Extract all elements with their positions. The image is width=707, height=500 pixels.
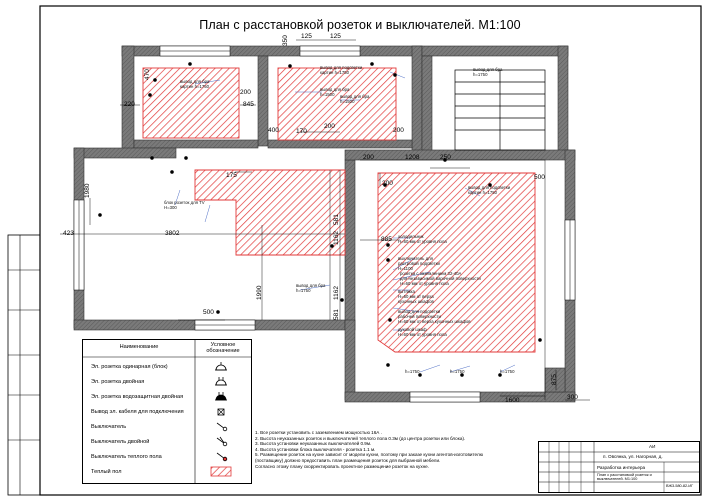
socket-symbols: [98, 62, 542, 377]
dim-1980: 1980: [84, 183, 91, 198]
dim-1162-b: 1162: [333, 286, 340, 300]
floor-heating-switch-icon: [216, 452, 228, 462]
note-bra-5: вывод для бра h=1750: [296, 283, 326, 293]
switch-icon: [216, 422, 228, 432]
stamp-code: АИ: [649, 444, 656, 449]
dim-200-a: 200: [240, 89, 251, 96]
binding-strip: [7, 234, 41, 496]
note-bra-4: вывод для бра h=1750: [473, 67, 503, 77]
dim-200-d: 200: [363, 154, 374, 161]
note-tv-block: блок розеток для TV H=300: [164, 200, 205, 210]
leader-lines: [174, 71, 516, 373]
note-podsvetka-1: вывод для подсветки картин h=1750: [320, 65, 363, 75]
staircase: [454, 69, 546, 151]
double-socket-icon: [215, 377, 227, 386]
heated-floor-kitchen: [377, 172, 536, 353]
dim-500-b: 500: [203, 309, 214, 316]
single-socket-icon: [215, 362, 227, 371]
heated-floor-room-2: [277, 67, 397, 141]
general-note-2: 2. Высота неуказанных розеток и выключат…: [255, 435, 466, 441]
note-bra-1: вывод для бра картин h=1750: [180, 79, 210, 89]
legend-row-floor-switch: Выключатель теплого пола: [83, 449, 251, 464]
general-note-3: 3. Высота установки неуказанных выключат…: [255, 441, 372, 447]
legend-row-cable-outlet: Вывод эл. кабеля для подключения: [83, 404, 251, 419]
dim-400: 400: [268, 127, 279, 134]
title-block-grid: [539, 442, 699, 492]
dim-470: 470: [144, 69, 151, 80]
note-oven: духовой шкаф H=60 мм от уровня пола: [398, 327, 447, 337]
dimension-lines: [60, 39, 590, 401]
note-raster-switch: выключатель для растровой подсветки H=11…: [398, 256, 440, 271]
dim-1208: 1208: [405, 154, 420, 161]
heated-floor-living: [194, 169, 346, 256]
legend-head-name: Наименование: [119, 344, 159, 350]
dim-175: 175: [226, 172, 237, 179]
note-fridge: холодильник Н=60 мм от уровня пола: [398, 234, 447, 244]
legend-row-waterproof-socket: Эл. розетка водозащитная двойная: [83, 389, 251, 404]
legend-row-heated-floor: Теплый пол: [83, 464, 251, 479]
dim-423: 423: [63, 230, 74, 237]
waterproof-socket-icon: [215, 392, 227, 401]
dim-1990: 1990: [256, 285, 263, 300]
cable-outlet-icon: [217, 408, 225, 416]
general-note-4: 4. Высота установки блока выключателя - …: [255, 446, 376, 452]
dim-200-b: 200: [324, 123, 335, 130]
general-note-5: 5. Размещение розеток на кухне зависит о…: [255, 452, 484, 458]
dim-581-a: 581: [333, 214, 340, 225]
dim-220: 220: [124, 101, 135, 108]
note-h1750-a: h=1750: [405, 369, 420, 374]
title-block: АИ п. Овсянка, ул. Нагорная, д. Разработ…: [538, 441, 700, 493]
general-notes: 1. Все розетки установить с заземлением …: [255, 430, 495, 469]
windows: [73, 45, 576, 403]
note-h1750-b: h=1750: [450, 369, 465, 374]
dim-845: 845: [243, 101, 254, 108]
note-hood: вытяжка H=60 мм от верха кухонных шкафов: [398, 289, 434, 304]
legend-head-symbol: Условное обозначение: [206, 342, 240, 354]
dim-3802: 3802: [165, 230, 180, 237]
legend-row-double-socket: Эл. розетка двойная: [83, 374, 251, 389]
dim-200-e: 200: [382, 180, 393, 187]
note-bra-3: вывод для бра h=1500: [340, 94, 370, 104]
dim-581-b: 581: [333, 309, 340, 320]
dim-200-c: 200: [393, 127, 404, 134]
heated-floor-icon: [210, 466, 232, 477]
heated-floor-room-1: [142, 67, 240, 139]
dim-875: 875: [551, 374, 558, 385]
legend-row-single-socket: Эл. розетка одинарная (блок): [83, 359, 251, 374]
general-note-1: 1. Все розетки установить с заземлением …: [255, 430, 382, 435]
stamp-stage: Разработка интерьера: [597, 465, 646, 470]
general-note-7: Согласно этому плану скорректировать про…: [255, 463, 429, 469]
general-note-6: (поставщику) должно предоставить план ра…: [255, 457, 441, 463]
legend-grid: [83, 340, 251, 483]
dim-500-a: 500: [534, 174, 545, 181]
note-podsvetka-2: вывод для подсветки картин h=1750: [468, 185, 511, 195]
stamp-address: п. Овсянка, ул. Нагорная, д.: [603, 454, 663, 459]
legend-row-double-switch: Выключатель двойной: [83, 434, 251, 449]
dim-125-a: 125: [301, 33, 312, 40]
dim-1162-a: 1162: [333, 231, 340, 245]
dim-1600: 1600: [505, 397, 520, 404]
page-title: План с расстановкой розеток и выключател…: [199, 18, 521, 32]
dim-250: 250: [440, 154, 451, 161]
dim-300: 300: [567, 394, 578, 401]
legend-row-switch: Выключатель: [83, 419, 251, 434]
dim-125-b: 125: [330, 33, 341, 40]
note-worktop-light: вывод для подсветки рабочей поверхности …: [398, 309, 471, 324]
dim-885: 885: [381, 236, 392, 243]
note-h1750-c: h=1750: [500, 369, 515, 374]
heated-floor-areas: [142, 67, 536, 353]
dim-350-top: 350: [282, 35, 289, 46]
legend-table: Наименование Условное обозначение Эл. ро…: [82, 339, 252, 484]
note-bra-2: вывод для бра h=1500: [320, 87, 350, 97]
dim-170: 170: [296, 128, 307, 135]
stamp-number: ВЖ3-580-82-ИГ: [666, 484, 694, 488]
note-hob-socket: розетка с заземлением 32-40A для независ…: [400, 271, 481, 286]
stamp-sheet-title: План с расстановкой розеток и выключател…: [597, 473, 652, 482]
double-switch-icon: [216, 436, 228, 447]
